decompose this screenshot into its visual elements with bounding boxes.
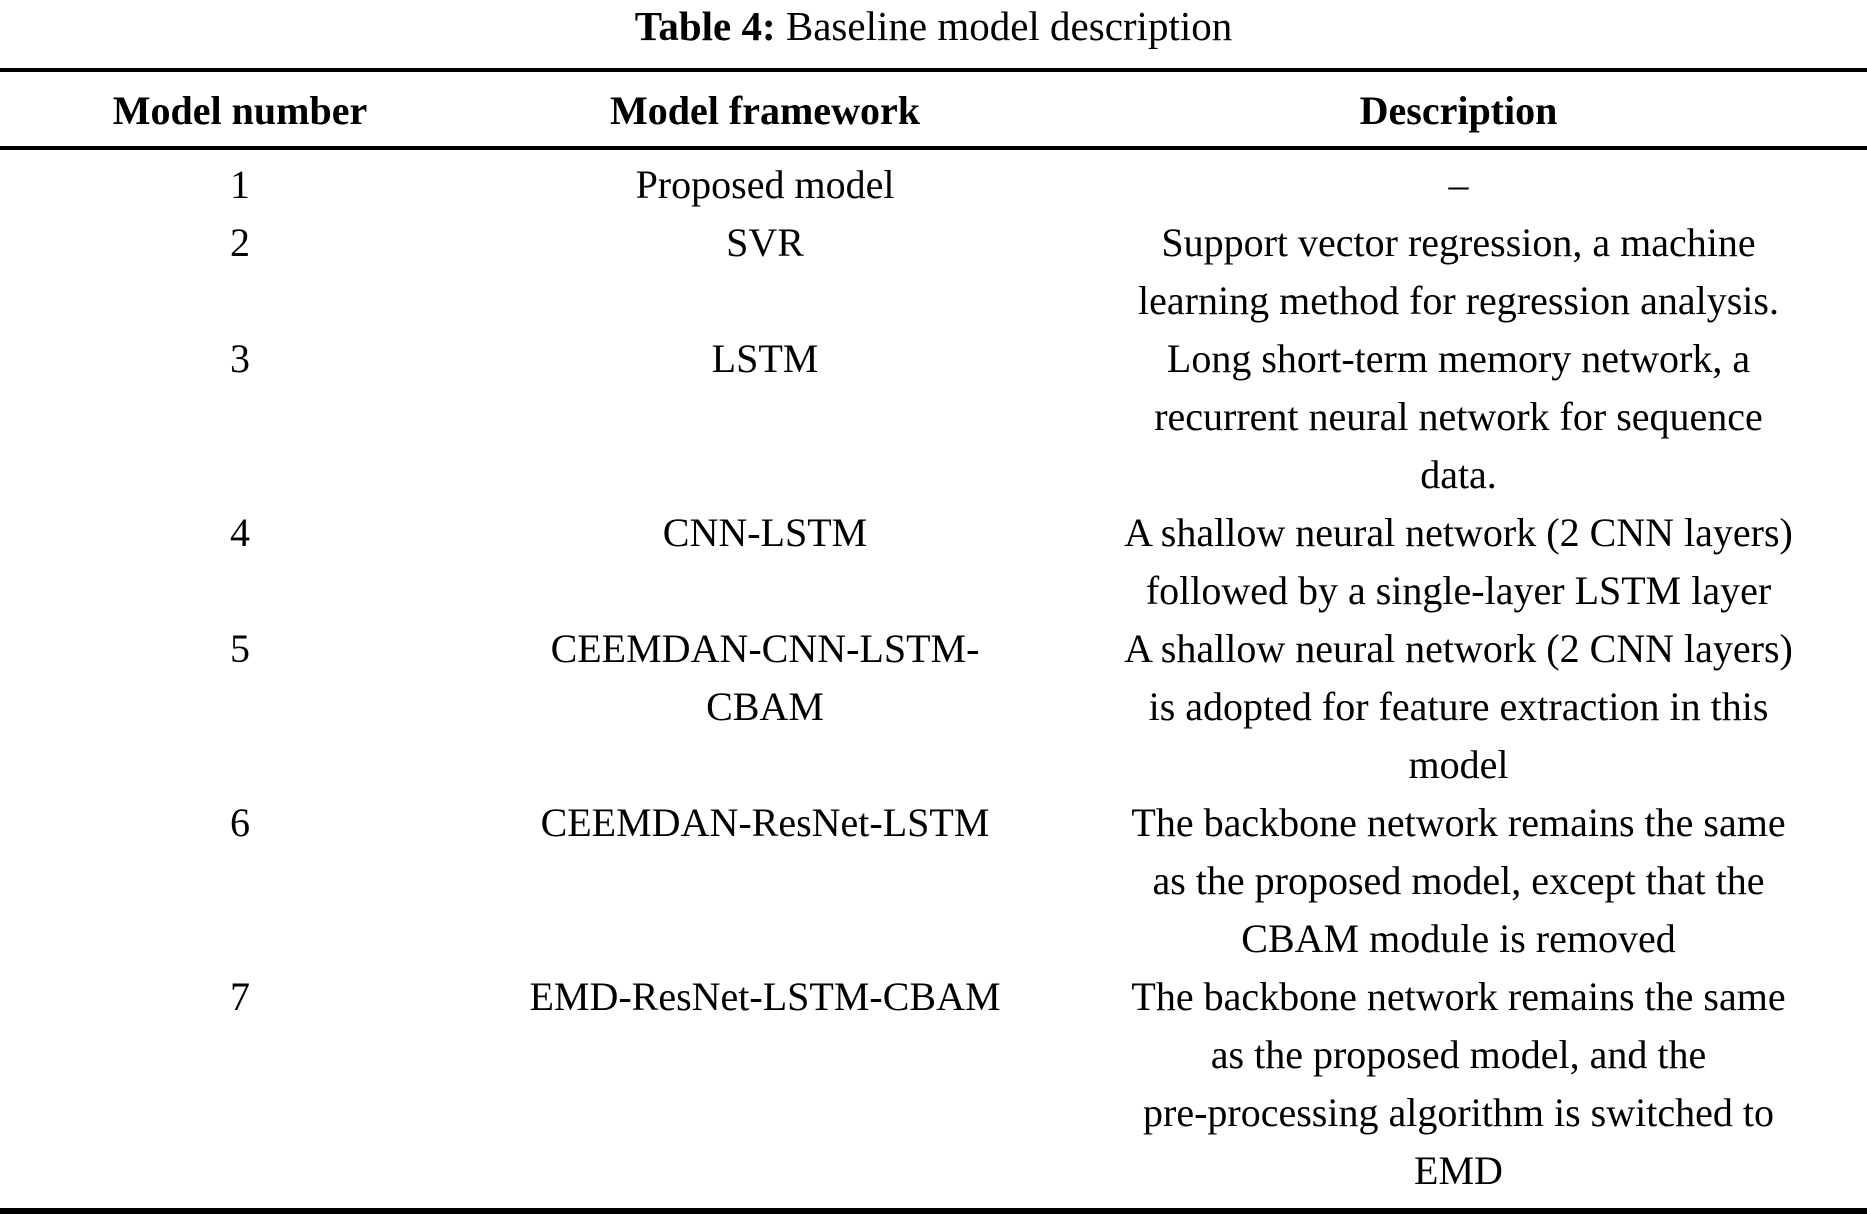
table-body: 1 Proposed model – 2 SVR Support vector …: [0, 148, 1867, 1211]
model-framework-cell: Proposed model: [635, 162, 895, 207]
description-cell: Support vector regression, a machine lea…: [1138, 220, 1779, 323]
model-framework-cell: EMD-ResNet-LSTM-CBAM: [529, 974, 1001, 1019]
model-number-cell: 1: [230, 162, 250, 207]
model-number-cell: 2: [230, 220, 250, 265]
model-framework-cell: CEEMDAN-CNN-LSTM- CBAM: [550, 626, 980, 729]
table-caption: Table 4: Baseline model description: [0, 0, 1867, 49]
description-cell: A shallow neural network (2 CNN layers) …: [1124, 626, 1793, 787]
description-cell: Long short-term memory network, a recurr…: [1154, 336, 1763, 497]
model-framework-cell: CEEMDAN-ResNet-LSTM: [540, 800, 990, 845]
description-cell: The backbone network remains the same as…: [1131, 800, 1786, 961]
table-caption-label: Table 4:: [634, 3, 776, 49]
column-header-description: Description: [1359, 88, 1558, 133]
model-framework-cell: LSTM: [711, 336, 819, 381]
description-cell: –: [1448, 162, 1469, 207]
model-number-cell: 5: [230, 626, 250, 671]
description-cell: A shallow neural network (2 CNN layers) …: [1124, 510, 1793, 613]
model-framework-cell: CNN-LSTM: [662, 510, 868, 555]
model-number-cell: 4: [230, 510, 250, 555]
table-row: 1 Proposed model –: [0, 148, 1867, 214]
table-row: 6 CEEMDAN-ResNet-LSTM The backbone netwo…: [0, 794, 1867, 968]
table-row: 3 LSTM Long short-term memory network, a…: [0, 330, 1867, 504]
column-header-model-number: Model number: [112, 88, 368, 133]
column-header-model-framework: Model framework: [610, 88, 920, 133]
model-number-cell: 6: [230, 800, 250, 845]
table-caption-text: Baseline model description: [785, 3, 1233, 49]
model-framework-cell: SVR: [726, 220, 804, 265]
table-row: 2 SVR Support vector regression, a machi…: [0, 214, 1867, 330]
model-number-cell: 7: [230, 974, 250, 1019]
description-cell: The backbone network remains the same as…: [1131, 974, 1786, 1193]
table-header: Model number Model framework Description: [0, 70, 1867, 148]
table-row: 4 CNN-LSTM A shallow neural network (2 C…: [0, 504, 1867, 620]
table-row: 5 CEEMDAN-CNN-LSTM- CBAM A shallow neura…: [0, 620, 1867, 794]
model-number-cell: 3: [230, 336, 250, 381]
header-row: Model number Model framework Description: [0, 70, 1867, 148]
baseline-model-table: Model number Model framework Description…: [0, 68, 1867, 1214]
table-row: 7 EMD-ResNet-LSTM-CBAM The backbone netw…: [0, 968, 1867, 1211]
